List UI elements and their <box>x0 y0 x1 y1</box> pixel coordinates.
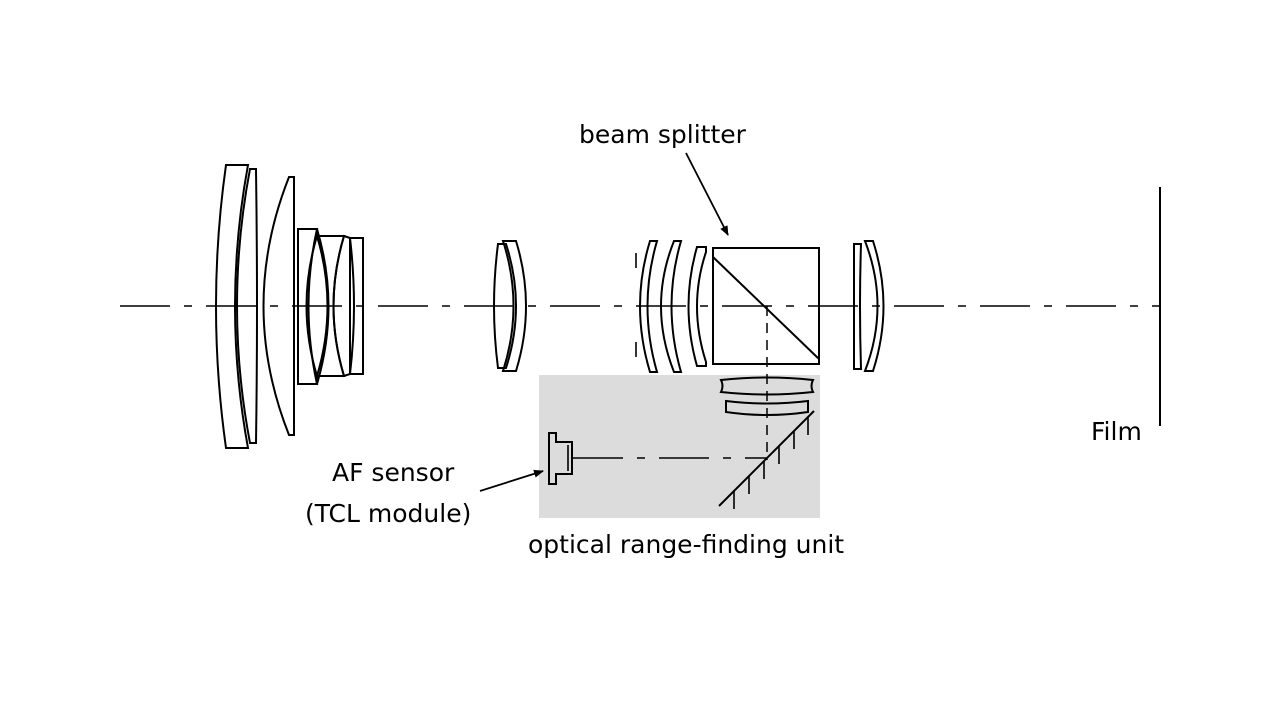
beam-splitter-label: beam splitter <box>579 120 747 149</box>
lens-element <box>501 240 527 372</box>
lens-element <box>262 176 295 436</box>
lens-element <box>215 164 250 449</box>
lens-element <box>853 243 863 370</box>
af-sensor-arrow <box>479 469 544 492</box>
middle-lens-doublet <box>493 240 527 372</box>
condenser-lenses <box>719 376 815 416</box>
condenser-lens <box>725 399 809 416</box>
lens-element <box>660 240 683 373</box>
lens-element <box>493 243 517 369</box>
range-finding-unit-box <box>539 375 820 518</box>
lens-element <box>332 234 351 378</box>
lens-element <box>639 240 659 373</box>
tcl-module-label: (TCL module) <box>305 499 471 528</box>
af-sensor-label: AF sensor <box>332 458 455 487</box>
rear-lens-group-1 <box>639 240 707 373</box>
beam-splitter-arrow <box>685 152 729 236</box>
lens-element <box>348 237 364 375</box>
lens-element <box>687 246 707 367</box>
film-label: Film <box>1091 417 1142 446</box>
lens-element <box>863 240 885 372</box>
rear-lens-group-2 <box>853 240 885 372</box>
lens-element <box>236 168 258 444</box>
front-lens-group <box>215 164 364 449</box>
af-sensor-module <box>548 432 573 485</box>
condenser-lens <box>719 376 815 396</box>
range-finding-unit-label: optical range-finding unit <box>528 530 844 559</box>
beam-splitter <box>712 247 820 460</box>
